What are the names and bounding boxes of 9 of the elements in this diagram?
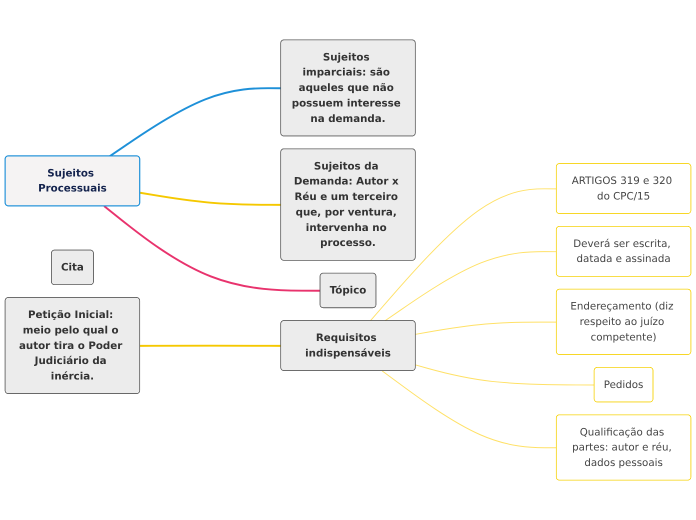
connector [382, 370, 558, 448]
connector [104, 205, 320, 292]
connector [415, 322, 558, 335]
connector [109, 87, 282, 157]
connector [370, 188, 558, 322]
connector [140, 344, 282, 347]
connector [140, 192, 282, 206]
connector [415, 364, 595, 386]
connector [384, 251, 558, 322]
